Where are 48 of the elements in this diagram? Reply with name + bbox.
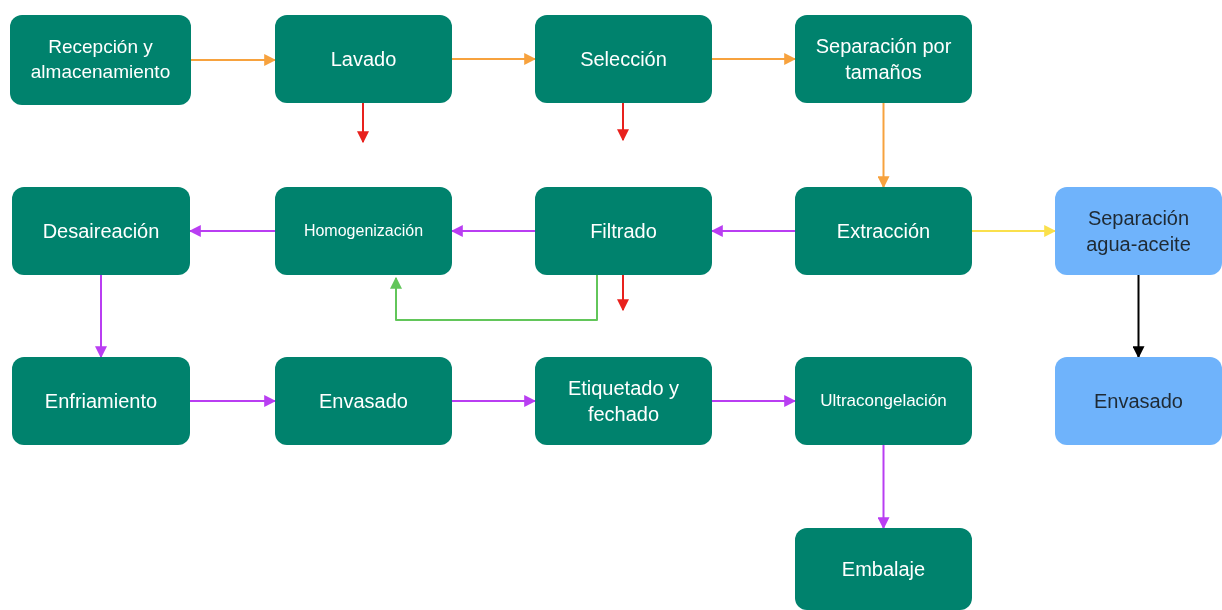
process-box xyxy=(795,187,972,275)
process-box xyxy=(10,15,191,105)
process-box xyxy=(12,357,190,445)
process-label: Separación por tamaños xyxy=(814,34,953,85)
process-box xyxy=(535,187,712,275)
process-label: Enfriamiento xyxy=(44,389,158,414)
process-label: Separación agua-aceite xyxy=(1085,206,1192,257)
arrow xyxy=(451,395,537,407)
arrow xyxy=(710,225,796,237)
arrow xyxy=(1132,274,1145,359)
arrow xyxy=(357,102,369,144)
arrow xyxy=(877,102,890,189)
arrow xyxy=(451,53,537,65)
process-label: Extracción xyxy=(836,219,931,244)
process-box xyxy=(1055,187,1222,275)
process-box xyxy=(275,187,452,275)
process-box xyxy=(795,357,972,445)
process-label: Envasado xyxy=(1094,389,1183,414)
process-label: Desaireación xyxy=(42,219,160,244)
process-label: Homogenización xyxy=(303,220,424,241)
process-label: Selección xyxy=(580,47,667,72)
process-label: Etiquetado y fechado xyxy=(566,376,681,427)
arrow xyxy=(450,225,536,237)
arrow xyxy=(390,274,598,321)
arrow xyxy=(95,274,107,359)
process-label: Envasado xyxy=(319,389,408,414)
process-label: Lavado xyxy=(330,47,397,72)
process-box xyxy=(795,15,972,103)
arrow xyxy=(617,102,629,142)
process-box xyxy=(535,15,712,103)
process-box xyxy=(795,528,972,610)
arrow xyxy=(971,225,1057,237)
process-box xyxy=(1055,357,1222,445)
process-label: Recepción y almacenamiento xyxy=(29,35,172,84)
process-box xyxy=(535,357,712,445)
arrow xyxy=(617,274,629,312)
arrow xyxy=(188,225,276,237)
arrow xyxy=(711,395,797,407)
process-box xyxy=(275,15,452,103)
process-box xyxy=(275,357,452,445)
process-label: Filtrado xyxy=(590,219,657,244)
process-label: Ultracongelación xyxy=(820,389,947,412)
process-box xyxy=(12,187,190,275)
arrow xyxy=(190,54,277,66)
process-label: Embalaje xyxy=(841,557,926,582)
arrow xyxy=(711,53,797,65)
arrow xyxy=(877,444,890,530)
arrow xyxy=(189,395,277,407)
